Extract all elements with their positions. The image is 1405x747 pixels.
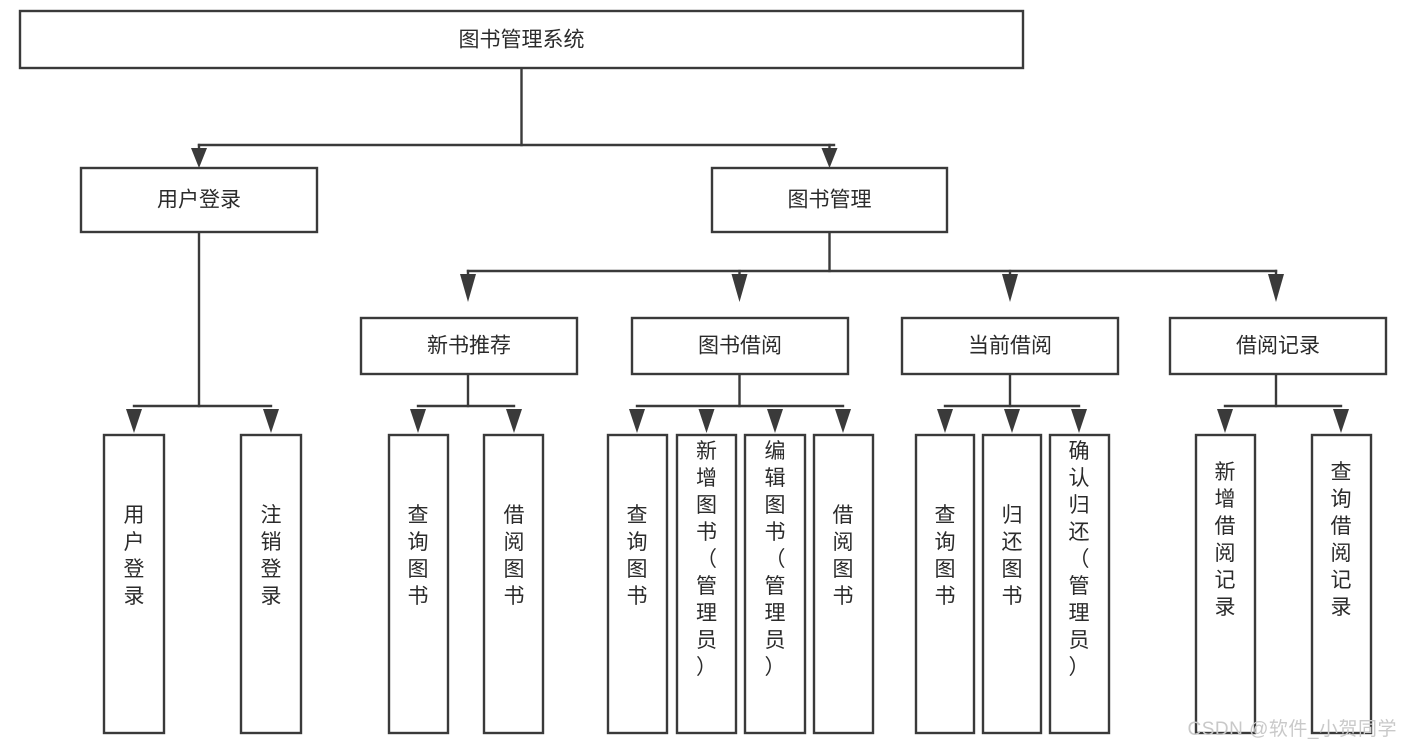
leaf-box-3[interactable] (387, 433, 450, 735)
current-borrow-box[interactable] (900, 316, 1120, 376)
book-borrow-label: 图书借阅 (698, 335, 782, 358)
arrow-leaf-5 (629, 409, 645, 433)
leaf-label-6: 新增图书（管理员） (696, 440, 717, 679)
leaf-label-11: 确认归还（管理员） (1069, 440, 1090, 679)
arrow-leaf-11 (1071, 409, 1087, 433)
user-login-label: 用户登录 (157, 189, 241, 212)
arrow-leaf-2 (263, 409, 279, 433)
connector-group-borrow-records (1217, 372, 1349, 433)
new-book-recommend-label: 新书推荐 (427, 335, 511, 358)
leaf-box-9[interactable] (914, 433, 976, 735)
arrow-leaf-3 (410, 409, 426, 433)
leaf-label-2: 注销登录 (261, 504, 282, 608)
node-root[interactable]: 图书管理系统 (18, 9, 1025, 70)
leaf-box-6[interactable] (675, 433, 738, 735)
leaf-node[interactable]: 借阅图书 (812, 433, 875, 735)
connector-group-root (191, 66, 838, 168)
arrow-leaf-13 (1333, 409, 1349, 433)
node-book-management[interactable]: 图书管理 (710, 166, 949, 234)
leaf-box-12[interactable] (1194, 433, 1257, 735)
leaf-label-1: 用户登录 (124, 504, 145, 608)
arrow-to-user-login (191, 148, 207, 168)
arrow-leaf-1 (126, 409, 142, 433)
arrow-leaf-8 (835, 409, 851, 433)
root-label: 图书管理系统 (459, 29, 585, 52)
leaf-box-10[interactable] (981, 433, 1043, 735)
leaf-label-13: 查询借阅记录 (1331, 461, 1352, 619)
connector-group-current-borrow (937, 372, 1087, 433)
leaf-label-9: 查询图书 (935, 504, 956, 608)
leaf-label-7: 编辑图书（管理员） (765, 440, 786, 679)
leaf-node[interactable]: 借阅图书 (482, 433, 545, 735)
leaf-node[interactable]: 新增借阅记录 (1194, 433, 1257, 735)
root-box[interactable] (18, 9, 1025, 70)
node-borrow-record[interactable]: 借阅记录 (1168, 316, 1388, 376)
leaf-box-11[interactable] (1048, 433, 1111, 735)
arrow-to-borrow-records (1268, 274, 1284, 302)
leaf-node[interactable]: 归还图书 (981, 433, 1043, 735)
leaf-node[interactable]: 查询图书 (606, 433, 669, 735)
arrow-to-book-mgmt (821, 148, 838, 168)
leaf-node[interactable]: 注销登录 (239, 433, 303, 735)
leaf-label-4: 借阅图书 (504, 504, 525, 608)
leaf-box-7[interactable] (743, 433, 807, 735)
leaf-node[interactable]: 新增图书（管理员） (675, 433, 738, 735)
leaf-label-10: 归还图书 (1002, 504, 1023, 608)
arrow-to-current-borrow (1002, 274, 1018, 302)
node-new-book-recommend[interactable]: 新书推荐 (359, 316, 579, 376)
borrow-record-box[interactable] (1168, 316, 1388, 376)
leaf-label-5: 查询图书 (627, 504, 648, 608)
current-borrow-label: 当前借阅 (968, 335, 1052, 358)
leaf-node[interactable]: 用户登录 (102, 433, 166, 735)
connector-group-new-books (410, 372, 522, 433)
new-book-recommend-box[interactable] (359, 316, 579, 376)
watermark: CSDN @软件_小贺同学 (1187, 719, 1397, 740)
leaf-box-8[interactable] (812, 433, 875, 735)
user-login-box[interactable] (79, 166, 319, 234)
book-borrow-box[interactable] (630, 316, 850, 376)
leaf-node[interactable]: 查询图书 (387, 433, 450, 735)
leaf-node[interactable]: 编辑图书（管理员） (743, 433, 807, 735)
leaf-node[interactable]: 确认归还（管理员） (1048, 433, 1111, 735)
node-user-login[interactable]: 用户登录 (79, 166, 319, 234)
arrow-to-borrow-books (731, 274, 748, 302)
book-management-label: 图书管理 (788, 189, 872, 212)
leaf-box-5[interactable] (606, 433, 669, 735)
arrow-leaf-4 (506, 409, 522, 433)
leaf-box-4[interactable] (482, 433, 545, 735)
book-management-box[interactable] (710, 166, 949, 234)
arrow-leaf-12 (1217, 409, 1233, 433)
connector-group-user-login (126, 230, 279, 433)
arrow-leaf-6 (698, 409, 715, 433)
leaf-box-1[interactable] (102, 433, 166, 735)
leaf-box-2[interactable] (239, 433, 303, 735)
arrow-to-new-books (460, 274, 476, 302)
leaf-label-8: 借阅图书 (833, 504, 854, 608)
arrow-leaf-10 (1004, 409, 1020, 433)
arrow-leaf-9 (937, 409, 953, 433)
arrow-leaf-7 (767, 409, 783, 433)
node-current-borrow[interactable]: 当前借阅 (900, 316, 1120, 376)
node-book-borrow[interactable]: 图书借阅 (630, 316, 850, 376)
borrow-record-label: 借阅记录 (1236, 335, 1320, 358)
connector-group-book-mgmt (460, 230, 1284, 302)
leaf-label-3: 查询图书 (408, 504, 429, 608)
leaf-label-12: 新增借阅记录 (1215, 461, 1236, 619)
leaf-box-13[interactable] (1310, 433, 1373, 735)
leaf-node[interactable]: 查询图书 (914, 433, 976, 735)
leaf-node[interactable]: 查询借阅记录 (1310, 433, 1373, 735)
connector-group-borrow-books (629, 372, 851, 433)
